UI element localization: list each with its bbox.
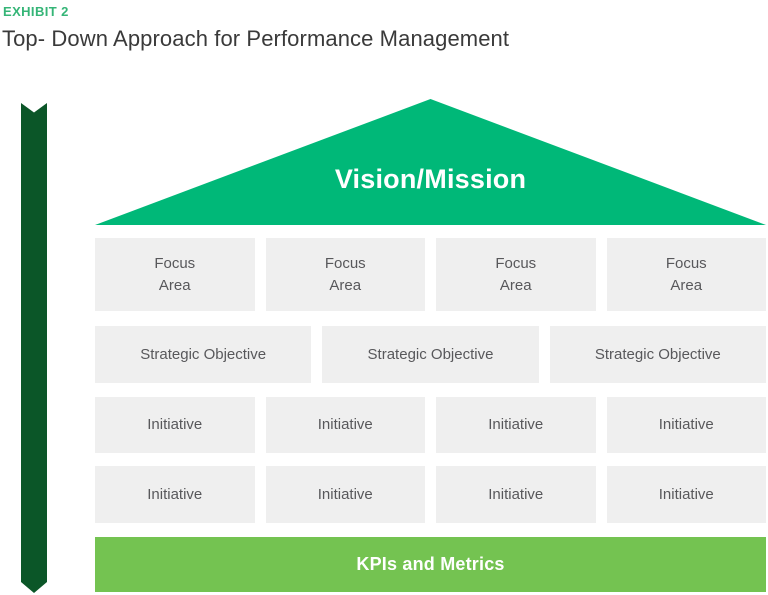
pyramid-triangle-icon bbox=[95, 99, 766, 225]
vision-mission-label: Vision/Mission bbox=[334, 164, 527, 194]
focus-area-label: Focus Area bbox=[154, 254, 196, 294]
initiative-label: Initiative bbox=[488, 416, 544, 434]
down-arrow-ribbon-icon bbox=[21, 103, 47, 593]
initiative-box: Initiative bbox=[95, 466, 255, 523]
initiative-label: Initiative bbox=[317, 416, 373, 434]
focus-area-box: Focus Area bbox=[265, 238, 425, 311]
initiative-row-1: Initiative Initiative Initiative Initiat… bbox=[95, 397, 766, 453]
strategic-objective-label: Strategic Objective bbox=[367, 345, 494, 363]
initiative-box: Initiative bbox=[606, 397, 766, 453]
focus-area-label: Focus Area bbox=[324, 254, 366, 294]
focus-area-label: Focus Area bbox=[665, 254, 707, 294]
initiative-label: Initiative bbox=[317, 485, 373, 503]
initiative-label: Initiative bbox=[147, 485, 203, 503]
vision-mission-pyramid: Vision/Mission bbox=[95, 99, 766, 225]
initiative-label: Initiative bbox=[658, 416, 714, 434]
kpis-metrics-bar: KPIs and Metrics bbox=[95, 537, 766, 592]
initiative-label: Initiative bbox=[488, 485, 544, 503]
strategic-objective-box: Strategic Objective bbox=[549, 326, 766, 383]
focus-area-box: Focus Area bbox=[606, 238, 766, 311]
strategic-objective-box: Strategic Objective bbox=[95, 326, 312, 383]
initiative-label: Initiative bbox=[147, 416, 203, 434]
initiative-box: Initiative bbox=[265, 466, 425, 523]
focus-area-box: Focus Area bbox=[95, 238, 255, 311]
kpis-metrics-label: KPIs and Metrics bbox=[356, 554, 505, 574]
initiative-box: Initiative bbox=[95, 397, 255, 453]
page-title: Top- Down Approach for Performance Manag… bbox=[2, 26, 510, 51]
strategic-objective-box: Strategic Objective bbox=[322, 326, 539, 383]
focus-area-label: Focus Area bbox=[495, 254, 537, 294]
initiative-row-2: Initiative Initiative Initiative Initiat… bbox=[95, 466, 766, 523]
strategic-objective-row: Strategic Objective Strategic Objective … bbox=[95, 326, 766, 383]
focus-area-box: Focus Area bbox=[436, 238, 596, 311]
initiative-box: Initiative bbox=[606, 466, 766, 523]
exhibit-label: EXHIBIT 2 bbox=[3, 4, 69, 19]
focus-area-row: Focus Area Focus Area Focus Area Focus A… bbox=[95, 238, 766, 311]
initiative-box: Initiative bbox=[265, 397, 425, 453]
strategic-objective-label: Strategic Objective bbox=[594, 345, 721, 363]
initiative-label: Initiative bbox=[658, 485, 714, 503]
strategic-objective-label: Strategic Objective bbox=[140, 345, 267, 363]
initiative-box: Initiative bbox=[436, 466, 596, 523]
initiative-box: Initiative bbox=[436, 397, 596, 453]
